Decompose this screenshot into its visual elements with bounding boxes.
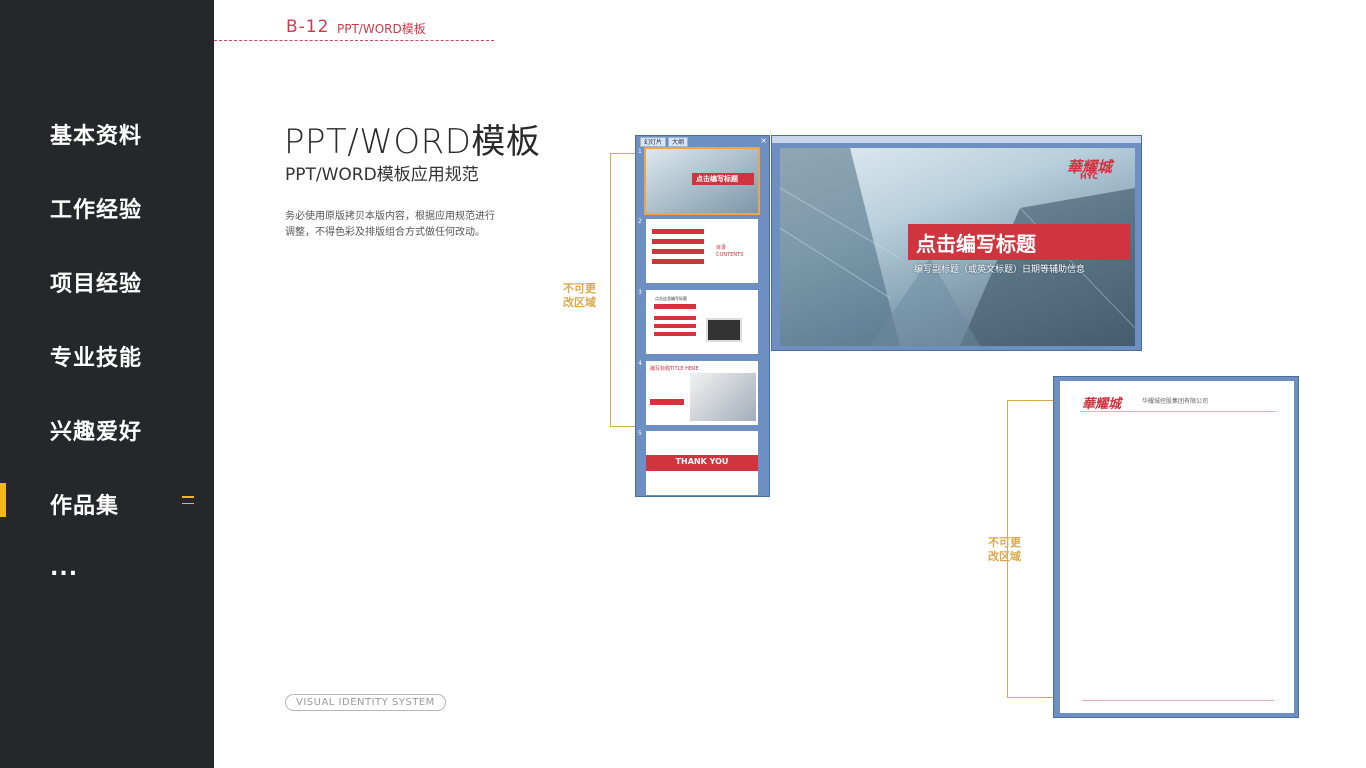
nav-item-skills[interactable]: 专业技能 (50, 346, 143, 371)
slide-title-bar (908, 224, 1130, 260)
thumb-title-bar (692, 173, 754, 185)
ruler (772, 136, 1141, 143)
thumb-bar (652, 249, 704, 254)
slide-thumbnail[interactable]: 目录 CONTENTS (646, 219, 758, 283)
close-icon[interactable]: × (760, 136, 767, 145)
handshake-image (690, 373, 756, 421)
thumb-bar (652, 239, 704, 244)
slide-title[interactable]: 点击编写标题 (916, 232, 1036, 256)
thumb-number: 4 (638, 360, 642, 367)
brand-logo: 華耀城 (1067, 158, 1113, 176)
footer-label: VISUAL IDENTITY SYSTEM (285, 694, 446, 711)
tab-outline[interactable]: 大纲 (668, 137, 689, 147)
thumb-bar (654, 304, 696, 309)
hamburger-icon[interactable] (182, 496, 194, 506)
thumb-bar (654, 332, 696, 336)
ppt-pane-tabs: 幻灯片 大纲 (640, 137, 689, 147)
word-header-line (1080, 411, 1276, 412)
thumb-bar (654, 324, 696, 328)
thumb-bar (650, 399, 684, 405)
laptop-image (706, 318, 742, 342)
thumb-title-bar (646, 455, 758, 471)
word-callout-bracket (1007, 400, 1067, 698)
active-indicator (0, 483, 6, 517)
ppt-locked-area-label: 不可更改区域 (563, 282, 596, 309)
word-page[interactable]: 華耀城 华耀城控股集团有限公司 (1060, 381, 1294, 713)
header-title: PPT/WORD模板 (337, 22, 426, 36)
thumb-bar (654, 316, 696, 320)
word-footer-line (1082, 700, 1274, 701)
thumb-title: 编写标题TITLE HERE (650, 366, 699, 372)
header-divider (214, 40, 494, 41)
nav-item-portfolio[interactable]: 作品集 (50, 494, 120, 519)
thumb-title: 点击这里编写标题 (655, 296, 687, 301)
ppt-slide-editor: 点击编写标题 编写副标题（或英文标题）日期等辅助信息 華耀城 HYC (771, 135, 1142, 351)
nav-item-basic-info[interactable]: 基本资料 (50, 124, 143, 149)
nav-item-hobbies[interactable]: 兴趣爱好 (50, 420, 143, 445)
thumb-bar (652, 259, 704, 264)
thumb-number: 2 (638, 218, 642, 225)
ppt-callout-bracket (610, 153, 640, 427)
thumb-title: 点击编写标题 (696, 175, 738, 183)
page-title: PPT/WORD模板 (284, 122, 541, 162)
page-subtitle: PPT/WORD模板应用规范 (285, 165, 479, 185)
word-company-name: 华耀城控股集团有限公司 (1142, 398, 1209, 405)
sidebar: 基本资料 工作经验 项目经验 专业技能 兴趣爱好 作品集 ... (0, 0, 214, 768)
slide-thumbnail[interactable]: THANK YOU (646, 431, 758, 495)
word-locked-area-label: 不可更改区域 (988, 536, 1021, 563)
page-code: B-12 (286, 17, 330, 37)
thumb-number: 1 (638, 148, 642, 155)
slide-thumbnail[interactable]: 编写标题TITLE HERE (646, 361, 758, 425)
brand-logo-sub: HYC (1080, 172, 1099, 181)
nav-item-more[interactable]: ... (50, 556, 79, 581)
thumb-title: THANK YOU (675, 457, 729, 466)
word-document-window: 華耀城 华耀城控股集团有限公司 (1053, 376, 1299, 718)
page-description: 务必使用原版拷贝本版内容，根据应用规范进行调整，不得色彩及排版组合方式做任何改动… (285, 211, 495, 238)
slide-thumbnail[interactable]: 点击这里编写标题 (646, 290, 758, 354)
thumb-number: 3 (638, 289, 642, 296)
thumb-number: 5 (638, 430, 642, 437)
thumb-title: 目录 CONTENTS (716, 245, 744, 258)
word-brand-logo: 華耀城 (1082, 397, 1122, 412)
nav-item-work-experience[interactable]: 工作经验 (50, 198, 143, 223)
slide-thumbnail[interactable]: 点击编写标题 (644, 147, 760, 215)
ppt-slide-pane: 幻灯片 大纲 × 1 点击编写标题 2 目录 CONTENTS 3 点击这里编写… (635, 135, 770, 497)
nav-item-project-experience[interactable]: 项目经验 (50, 272, 143, 297)
main-slide[interactable]: 点击编写标题 编写副标题（或英文标题）日期等辅助信息 華耀城 HYC (780, 148, 1135, 346)
tab-slides[interactable]: 幻灯片 (640, 137, 667, 147)
slide-subtitle[interactable]: 编写副标题（或英文标题）日期等辅助信息 (914, 265, 1086, 275)
thumb-bar (652, 229, 704, 234)
